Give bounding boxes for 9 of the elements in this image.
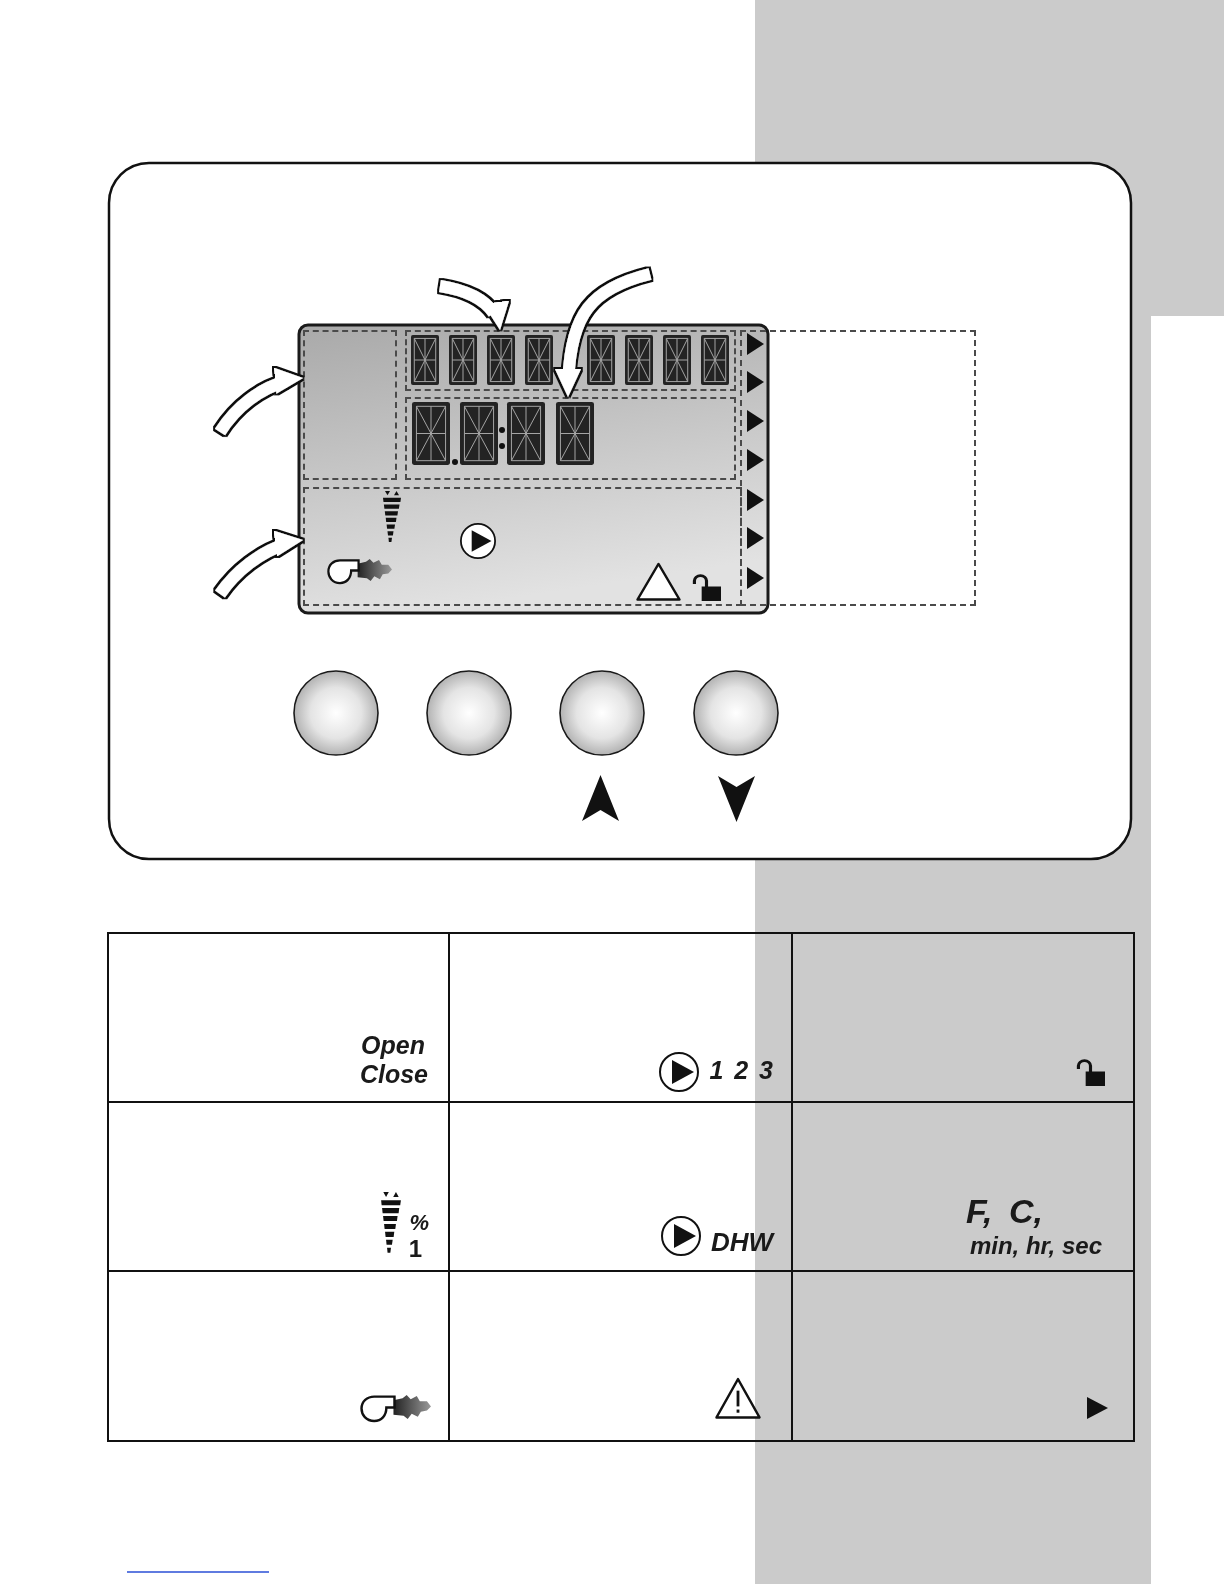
unit-text: F, C,: [966, 1194, 1043, 1228]
display-region: [303, 330, 397, 480]
unit-text: min, hr, sec: [969, 1234, 1102, 1258]
unit-text: %: [409, 1212, 429, 1234]
pump-number-text: 1 2 3: [709, 1058, 773, 1083]
pump-mode-text: DHW: [710, 1229, 773, 1255]
mode-text: Close: [359, 1062, 428, 1087]
stage-number-text: 1: [408, 1237, 422, 1261]
mode-text: Open: [361, 1033, 425, 1058]
